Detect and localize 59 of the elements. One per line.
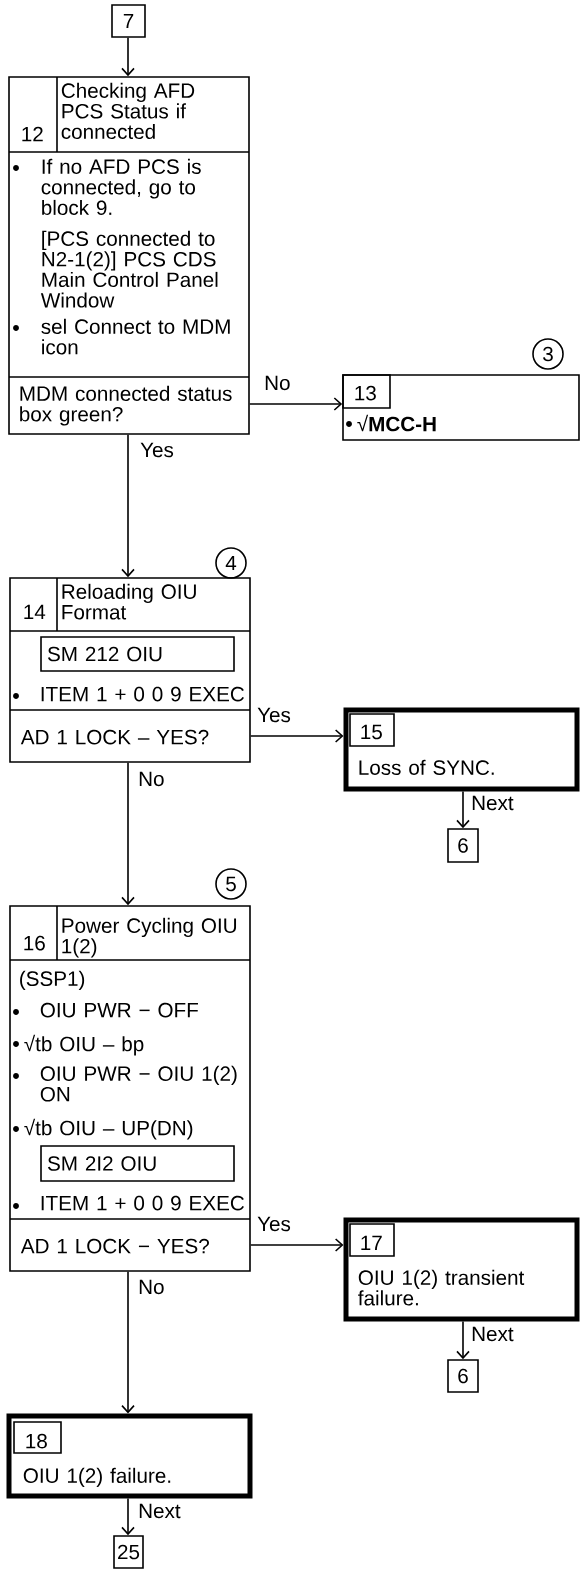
arrow bbox=[121, 1271, 135, 1414]
arrow bbox=[249, 397, 343, 411]
edge-label: Yes bbox=[255, 706, 293, 724]
arrow bbox=[121, 434, 135, 578]
block-title: Reloading OIU Format bbox=[62, 583, 196, 620]
result-text: OIU 1(2) failure. bbox=[23, 1467, 171, 1488]
edge-label: Next bbox=[469, 1325, 515, 1343]
block-number: 14 bbox=[24, 604, 46, 620]
command-box: SM 212 OIU bbox=[40, 636, 235, 672]
step-text: √tb OIU – bp bbox=[24, 1034, 144, 1056]
procedure-block bbox=[9, 905, 251, 1272]
block-title: Checking AFD PCS Status if connected bbox=[61, 82, 195, 140]
block-number: 16 bbox=[24, 935, 45, 951]
edge-label: Next bbox=[469, 794, 515, 812]
step-text: If no AFD PCS is connected, go to block 9. bbox=[41, 158, 201, 216]
result-text: OIU 1(2) transient failure. bbox=[358, 1269, 525, 1306]
procedure-block bbox=[343, 1217, 580, 1322]
question-text: MDM connected status box green? bbox=[20, 385, 232, 426]
edge-label: No bbox=[136, 770, 166, 788]
arrow bbox=[121, 762, 135, 906]
question-text: AD 1 LOCK – YES? bbox=[20, 729, 209, 745]
question-text: AD 1 LOCK − YES? bbox=[20, 1238, 209, 1254]
procedure-block bbox=[9, 577, 251, 763]
block-number: 12 bbox=[22, 126, 43, 142]
step-text: √MCC-H bbox=[357, 414, 436, 432]
block-number: 13 bbox=[355, 385, 376, 401]
step-text: [PCS connected to N2-1(2)] PCS CDS Main Control Panel Window bbox=[40, 230, 218, 308]
block-number: 18 bbox=[26, 1433, 47, 1449]
block-number: 15 bbox=[361, 724, 382, 740]
procedure-block bbox=[8, 76, 250, 435]
connector-box: 7 bbox=[111, 4, 146, 38]
edge-label: No bbox=[136, 1278, 166, 1296]
step-text: sel Connect to MDM icon bbox=[41, 318, 230, 355]
block-number: 17 bbox=[361, 1235, 382, 1251]
procedure-block bbox=[343, 707, 580, 792]
step-text: OIU PWR − OIU 1(2) ON bbox=[40, 1065, 237, 1102]
arrow bbox=[250, 729, 344, 743]
block-title: Power Cycling OIU 1(2) bbox=[62, 917, 236, 958]
connector-box: 6 bbox=[447, 828, 479, 863]
edge-label: Yes bbox=[138, 441, 176, 459]
result-text: Loss of SYNC. bbox=[359, 759, 494, 775]
command-box: SM 2I2 OIU bbox=[40, 1145, 235, 1182]
arrow bbox=[250, 1238, 344, 1252]
connector-box: 25 bbox=[113, 1535, 144, 1569]
step-text: OIU PWR − OFF bbox=[40, 1002, 198, 1018]
arrow bbox=[121, 1497, 135, 1536]
step-text: (SSP1) bbox=[20, 970, 85, 991]
step-text: ITEM 1 + 0 0 9 EXEC bbox=[41, 1195, 244, 1211]
connector-box: 6 bbox=[447, 1359, 479, 1393]
step-text: ITEM 1 + 0 0 9 EXEC bbox=[41, 686, 244, 702]
edge-label: No bbox=[262, 374, 292, 392]
procedure-block bbox=[342, 374, 580, 441]
step-text: √tb OIU – UP(DN) bbox=[24, 1118, 193, 1140]
procedure-block bbox=[6, 1413, 253, 1499]
edge-label: Yes bbox=[255, 1215, 293, 1233]
arrow bbox=[121, 37, 135, 77]
arrow bbox=[456, 1320, 470, 1360]
arrow bbox=[456, 790, 470, 829]
edge-label: Next bbox=[136, 1502, 182, 1520]
